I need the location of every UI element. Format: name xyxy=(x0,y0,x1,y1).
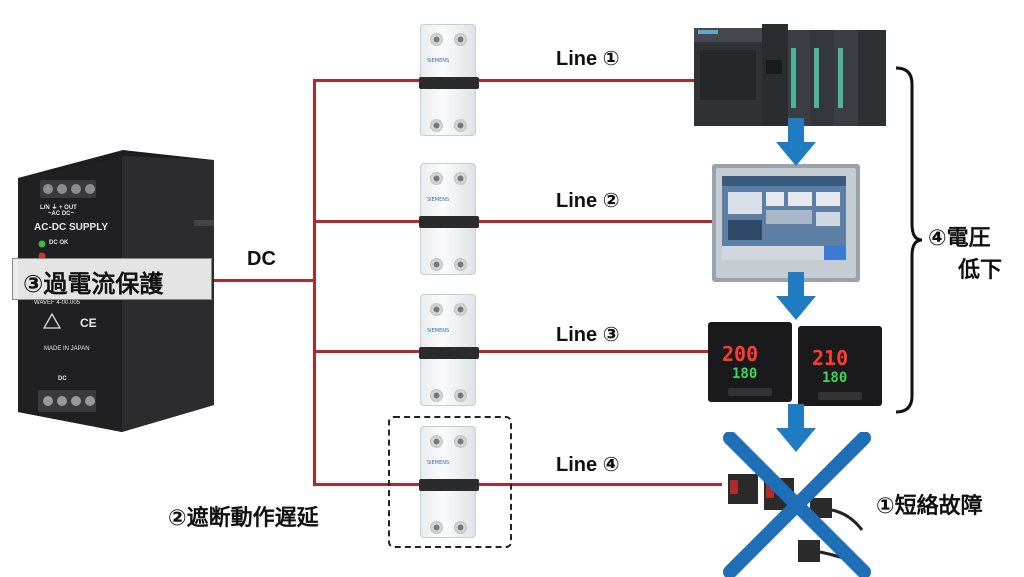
wire-line2-right xyxy=(477,220,715,223)
circuit-breaker-4: SIEMENS xyxy=(419,426,479,538)
arrow-down-icon xyxy=(776,272,816,320)
circuit-breaker-1: SIEMENS xyxy=(419,24,479,136)
wire-line1-left xyxy=(313,79,421,82)
tc1-sv-display: 180 xyxy=(732,366,758,382)
tc2-sv-display: 180 xyxy=(822,370,848,386)
line-1-label: Line ① xyxy=(556,48,620,70)
wire-psu-out xyxy=(213,279,315,282)
psu-terminal-sub: ~AC DC~ xyxy=(48,211,75,217)
wire-bus-vertical xyxy=(313,79,316,485)
psu-title: AC-DC SUPPLY xyxy=(34,222,109,233)
temp-controller-2: 210 180 xyxy=(798,326,882,406)
hmi-panel xyxy=(712,164,860,282)
dc-label: DC xyxy=(247,248,276,270)
line-2-label: Line ② xyxy=(556,190,620,212)
plc-device xyxy=(690,20,890,130)
cross-mark-icon xyxy=(723,432,871,577)
wire-line1-right xyxy=(477,79,697,82)
right-brace-icon xyxy=(895,66,923,414)
wire-line3-left xyxy=(313,350,421,353)
breaker-4-highlight xyxy=(388,416,512,548)
voltage-drop-label-line2: 低下 xyxy=(958,258,1003,283)
wire-line4-right xyxy=(477,483,722,486)
trip-delay-label: ②遮断動作遅延 xyxy=(168,506,319,531)
overcurrent-label: ③過電流保護 xyxy=(23,270,164,298)
line-4-label: Line ④ xyxy=(556,454,620,476)
psu-indicator: DC OK xyxy=(49,240,69,246)
psu-model: WAVEF 4-00.005 xyxy=(34,300,81,306)
circuit-breaker-2: SIEMENS xyxy=(419,163,479,275)
temp-controller-1: 200 180 xyxy=(708,322,792,402)
line-3-label: Line ③ xyxy=(556,324,620,346)
circuit-breaker-3: SIEMENS xyxy=(419,294,479,406)
wire-line3-right xyxy=(477,350,709,353)
wire-line2-left xyxy=(313,220,421,223)
wire-line4-left xyxy=(313,483,421,486)
arrow-down-icon xyxy=(776,404,816,452)
psu-ce-mark: CE xyxy=(80,316,97,330)
psu-caption: MADE IN JAPAN xyxy=(44,346,90,352)
overcurrent-label-box: ③過電流保護 xyxy=(12,258,212,300)
psu-terminal-labels: L/N ⏚ + OUT xyxy=(40,205,77,211)
voltage-drop-label-line1: ④電圧 xyxy=(928,226,991,251)
short-fault-label: ①短絡故障 xyxy=(876,494,983,519)
psu-bottom-label: DC xyxy=(58,376,67,382)
arrow-down-icon xyxy=(776,118,816,166)
tc1-pv-display: 200 xyxy=(722,342,759,366)
tc2-pv-display: 210 xyxy=(812,346,849,370)
